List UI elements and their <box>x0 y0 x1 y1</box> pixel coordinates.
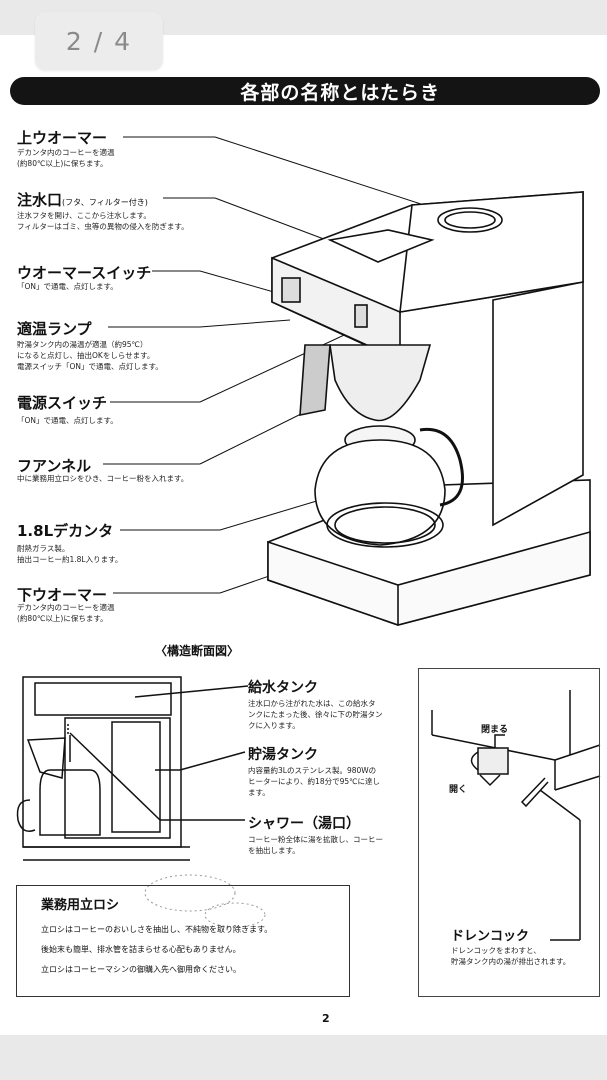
part-label-upper-warmer: 上ウオーマー <box>17 127 107 148</box>
note-line: 後始末も簡単、排水管を詰まらせる心配もありません。 <box>41 945 241 954</box>
note-title: 業務用立ロシ <box>41 898 120 913</box>
coffee-machine-drawing <box>267 191 591 626</box>
part-desc-funnel: 中に業務用立ロシをひき、コーヒー粉を入れます。 <box>17 474 189 483</box>
part-name: 注水口 <box>17 191 63 209</box>
page-indicator[interactable]: 2 / 4 <box>35 12 163 70</box>
part-name: 1.8Lデカンタ <box>17 522 114 540</box>
structure-label-supply-tank: 給水タンク <box>248 680 318 696</box>
part-name: 適温ランプ <box>17 320 92 338</box>
part-name: 下ウオーマー <box>17 586 108 604</box>
part-desc-upper-warmer: デカンタ内のコーヒーを適温 (約80℃以上)に保ちます。 <box>17 148 115 168</box>
part-desc-lower-warmer: デカンタ内のコーヒーを適温 (約80℃以上)に保ちます。 <box>17 603 115 623</box>
part-desc-water-inlet: 注水フタを開け、ここから注水します。 フィルターはゴミ、虫等の異物の侵入を防ぎま… <box>17 211 189 231</box>
part-desc-temp-lamp: 貯湯タンク内の湯温が適温（約95℃） になると点灯し、抽出OKをしらせます。 電… <box>17 340 163 371</box>
drain-open-label: 開く <box>449 785 468 795</box>
part-desc-power-switch: 「ON」で通電、点灯します。 <box>17 416 118 425</box>
drain-cock-drawing <box>431 690 601 941</box>
drain-close-label: 閉まる <box>481 725 509 735</box>
page-number: 2 <box>322 1012 330 1025</box>
part-label-water-inlet: 注水口(フタ、フィルター付き) <box>17 189 148 210</box>
page-title-text: 各部の名称とはたらき <box>240 81 440 104</box>
part-name: 上ウオーマー <box>17 129 108 147</box>
part-label-funnel: フアンネル <box>17 455 91 476</box>
structure-label-hot-water-tank: 貯湯タンク <box>248 747 318 763</box>
part-label-warmer-switch: ウオーマースイッチ <box>17 262 151 283</box>
part-label-decanter: 1.8Lデカンタ <box>17 520 113 541</box>
note-line: 立ロシはコーヒーのおいしさを抽出し、不純物を取り除きます。 <box>41 925 273 934</box>
drain-cock-panel: 閉まる 開く ドレンコック ドレンコックをまわすと、 貯湯タンク内の湯が排出され… <box>418 668 600 997</box>
smudge-mark <box>144 874 266 928</box>
part-label-lower-warmer: 下ウオーマー <box>17 584 107 605</box>
structure-desc-shower: コーヒー粉全体に湯を拡散し、コーヒー を抽出します。 <box>248 835 383 855</box>
part-name: ウオーマースイッチ <box>17 264 152 282</box>
part-label-temp-lamp: 適温ランプ <box>17 318 92 339</box>
part-desc-warmer-switch: 「ON」で通電、点灯します。 <box>17 282 118 291</box>
part-label-power-switch: 電源スイッチ <box>17 392 107 413</box>
viewer-footer <box>0 1037 607 1080</box>
part-name: 電源スイッチ <box>17 394 108 412</box>
structure-label-shower: シャワー（湯口） <box>248 816 360 832</box>
part-desc-decanter: 耐熱ガラス製。 抽出コーヒー約1.8L入ります。 <box>17 544 123 564</box>
note-line: 立ロシはコーヒーマシンの御購入先へ御用命ください。 <box>41 965 241 974</box>
drain-cock-desc: ドレンコックをまわすと、 貯湯タンク内の湯が排出されます。 <box>451 946 571 966</box>
filter-paper-note: 業務用立ロシ 立ロシはコーヒーのおいしさを抽出し、不純物を取り除きます。 後始末… <box>16 885 350 997</box>
structure-desc-supply-tank: 注水口から注がれた水は、この給水タ ンクにたまった後、徐々に下の貯湯タン クに入… <box>248 699 383 730</box>
cross-section-drawing <box>16 676 249 861</box>
drain-cock-name: ドレンコック <box>451 929 530 944</box>
page-title: 各部の名称とはたらき <box>10 77 600 105</box>
part-name: フアンネル <box>17 457 92 475</box>
section-title: 〈構造断面図〉 <box>155 644 240 658</box>
structure-desc-hot-water-tank: 内容量約3Lのステンレス製。980Wの ヒーターにより、約18分で95℃に達し … <box>248 766 381 797</box>
part-name-note: (フタ、フィルター付き) <box>62 198 148 207</box>
